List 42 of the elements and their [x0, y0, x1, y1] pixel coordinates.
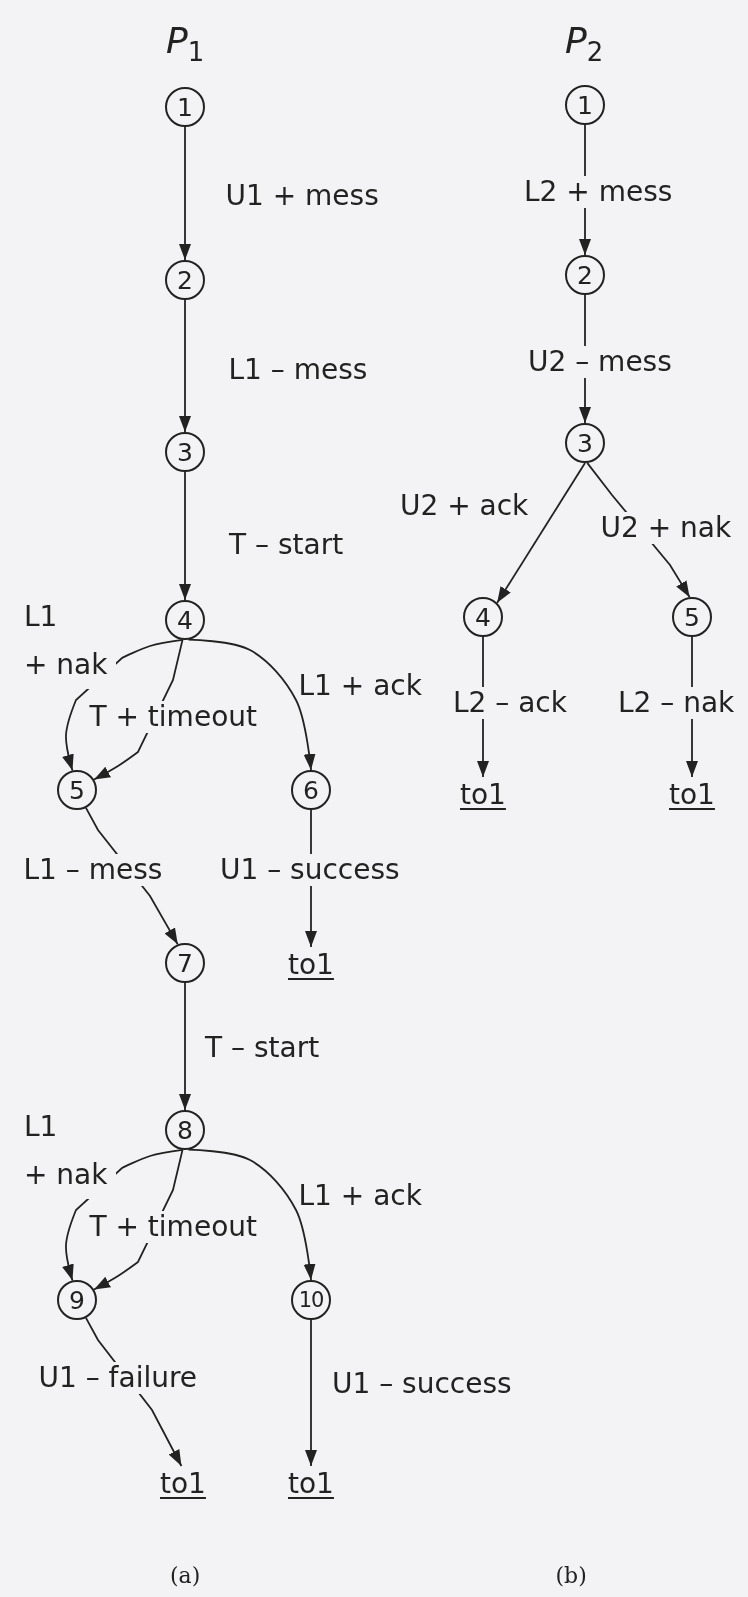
state-circle: 3: [565, 423, 605, 463]
heading: P$_{2}$: [565, 21, 604, 67]
edge-label: T + timeout: [89, 1211, 257, 1244]
state-circle: 6: [291, 770, 331, 810]
arrow: [187, 1148, 316, 1281]
edge-label: U2 + nak: [600, 512, 732, 545]
goto-label: to1: [288, 949, 334, 982]
edge-label: T + timeout: [89, 701, 257, 734]
edge-label: L2 – nak: [618, 687, 735, 720]
arrow: [179, 982, 191, 1111]
edge-label: L2 + mess: [524, 176, 673, 209]
edge-label: U1 – success: [220, 854, 400, 887]
state-circle: 10: [291, 1280, 331, 1320]
state-circle: 2: [565, 255, 605, 295]
goto-label: to1: [460, 779, 506, 812]
arrow: [187, 638, 316, 771]
arrow: [305, 1319, 317, 1467]
state-circle: 5: [57, 770, 97, 810]
edge-label: U2 – mess: [528, 346, 672, 379]
state-circle: 1: [165, 87, 205, 127]
arrow: [179, 126, 191, 261]
edge-label: L1 – mess: [23, 854, 163, 887]
panel-label: (b): [555, 1562, 587, 1588]
state-circle: 4: [165, 600, 205, 640]
heading: P$_{1}$: [166, 21, 205, 67]
arrow: [179, 299, 191, 433]
state-circle: 4: [463, 597, 503, 637]
state-circle: 5: [672, 597, 712, 637]
panel-label: (a): [170, 1562, 201, 1588]
goto-label: to1: [160, 1468, 206, 1501]
state-circle: 1: [565, 85, 605, 125]
state-circle: 8: [165, 1110, 205, 1150]
state-circle: 7: [165, 943, 205, 983]
goto-label: to1: [288, 1468, 334, 1501]
edge-label: L2 – ack: [453, 687, 567, 720]
edge-label: U1 – failure: [38, 1362, 198, 1395]
state-circle: 9: [57, 1280, 97, 1320]
arrow: [179, 471, 191, 601]
state-circle: 2: [165, 260, 205, 300]
goto-label: to1: [669, 779, 715, 812]
arrow: [496, 462, 586, 604]
state-circle: 3: [165, 432, 205, 472]
